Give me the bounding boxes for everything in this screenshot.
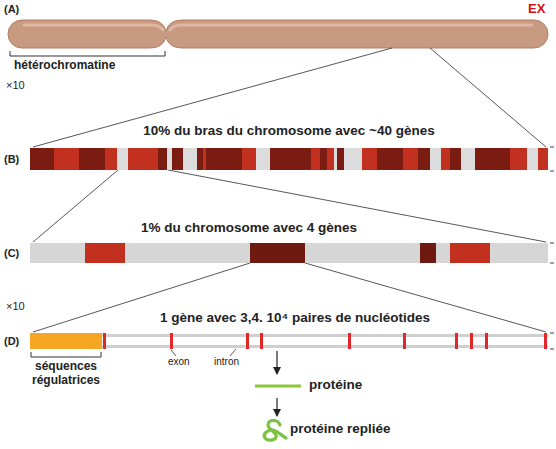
- node-graphic: [30, 148, 548, 170]
- flow-arrow: [276, 398, 277, 416]
- band-heading: 1% du chromosome avec 4 gènes: [0, 220, 508, 235]
- chromosome: [8, 20, 548, 48]
- panel-letter: (A): [4, 3, 19, 16]
- part-label: exon: [168, 356, 190, 368]
- bracket: [10, 51, 165, 56]
- protein: protéine: [255, 376, 375, 396]
- chromosome-highlight: [24, 25, 532, 30]
- part-label: séquences régulatrices: [16, 360, 116, 388]
- continuation-ticks: [550, 147, 554, 349]
- leader-line: [171, 350, 176, 356]
- chromosome-segment: 10% du bras du chromosome avec ~40 gènes: [30, 148, 548, 170]
- part-label: intron: [214, 356, 239, 368]
- node-label: protéine repliée: [290, 421, 391, 436]
- bracket: [31, 352, 101, 357]
- zoom-line: [430, 48, 546, 147]
- panel-letter: (D): [4, 335, 19, 348]
- flow-arrow: [276, 351, 277, 374]
- zoom-factor: ×10: [6, 79, 25, 92]
- band-heading: 10% du bras du chromosome avec ~40 gènes: [30, 123, 548, 138]
- leader-line: [230, 349, 236, 356]
- chromosome-segment: 1% du chromosome avec 4 gènes: [30, 243, 548, 263]
- gene-band: 1 gène avec 3,4. 10⁴ paires de nucléotid…: [30, 333, 548, 349]
- zoom-line: [33, 170, 118, 242]
- zoom-factor: ×10: [6, 300, 25, 313]
- node-label: protéine: [309, 377, 362, 392]
- band-heading: 1 gène avec 3,4. 10⁴ paires de nucléotid…: [36, 310, 554, 325]
- part-label: hétérochromatine: [14, 59, 115, 73]
- node-graphic: [30, 243, 548, 263]
- panel-letter: (C): [4, 247, 19, 260]
- panel-letter: (B): [4, 153, 19, 166]
- watermark: EX: [528, 2, 545, 17]
- folded-protein: protéine repliée: [258, 418, 428, 442]
- node-graphic: [30, 333, 548, 349]
